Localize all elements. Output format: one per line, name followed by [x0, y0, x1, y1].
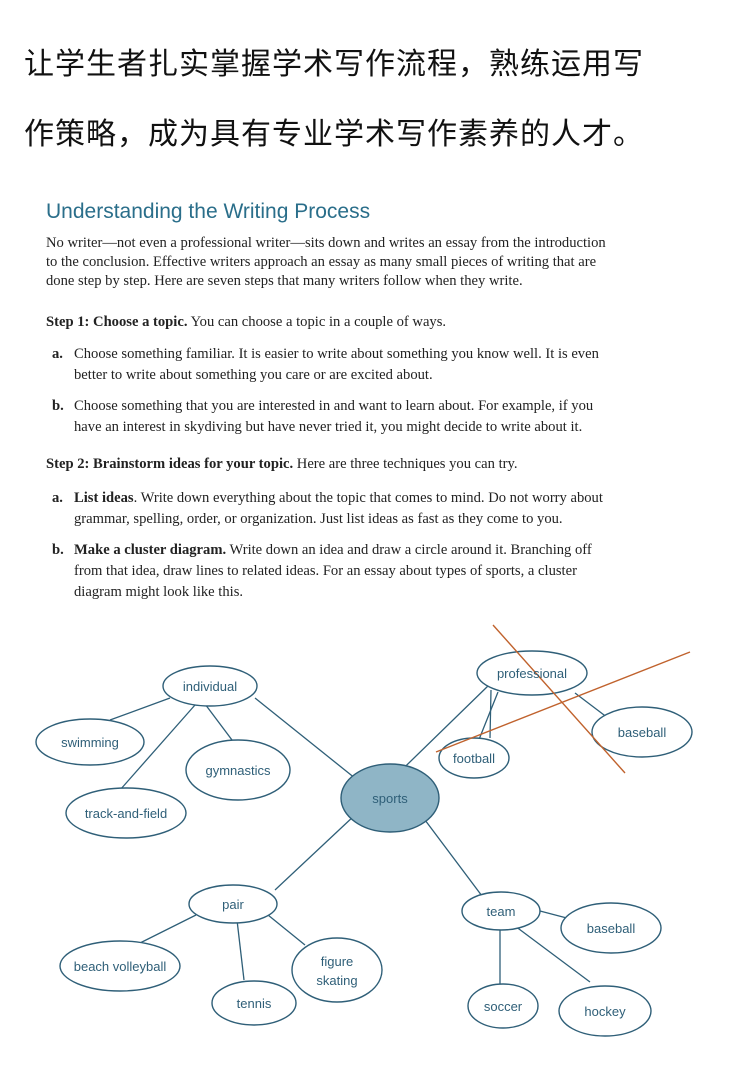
item-line: diagram might look like this.	[74, 584, 244, 600]
label-soccer: soccer	[484, 999, 523, 1014]
connector-line	[267, 914, 306, 946]
connector-line	[424, 819, 486, 901]
bubble-pro-baseball	[591, 706, 693, 758]
step-1-heading: Step 1: Choose a topic.	[46, 314, 188, 330]
step-2: Step 2: Brainstorm ideas for your topic.…	[46, 456, 517, 473]
label-track: track-and-field	[85, 806, 167, 821]
item-line: Choose something that you are interested…	[74, 398, 594, 414]
connector-line	[204, 703, 233, 741]
label-swimming: swimming	[61, 735, 119, 750]
bubble-team-baseball	[560, 902, 662, 954]
bubble-soccer	[467, 983, 539, 1029]
section-title: Understanding the Writing Process	[46, 200, 371, 223]
connector-line	[119, 704, 196, 791]
bubble-team	[461, 891, 541, 931]
bubble-swimming	[35, 718, 145, 766]
step-2-item-b: b. Make a cluster diagram. Write down an…	[52, 540, 682, 603]
bubble-tennis	[211, 980, 297, 1026]
cross-out-line	[492, 624, 626, 774]
intro-line: to the conclusion. Effective writers app…	[46, 254, 597, 270]
item-marker: b.	[52, 398, 64, 414]
label-pro-baseball: baseball	[618, 725, 667, 740]
label-pair: pair	[222, 897, 244, 912]
label-hockey: hockey	[584, 1004, 626, 1019]
bubble-hockey	[558, 985, 652, 1037]
connector-line	[274, 814, 356, 891]
label-team: team	[487, 904, 516, 919]
item-line: from that idea, draw lines to related id…	[74, 563, 577, 579]
intro-paragraph: No writer—not even a professional writer…	[46, 234, 686, 291]
header-text: 让学生者扎实掌握学术写作流程，熟练运用写 作策略，成为具有专业学术写作素养的人才…	[24, 30, 734, 170]
bubble-figure	[291, 937, 383, 1003]
label-football: football	[453, 751, 495, 766]
item-bold: Make a cluster diagram.	[74, 542, 227, 558]
label-individual: individual	[183, 679, 237, 694]
item-marker: a.	[52, 490, 63, 506]
connector-line	[109, 697, 171, 721]
connector-line	[574, 692, 609, 719]
header-line: 作策略，成为具有专业学术写作素养的人才。	[24, 117, 644, 152]
intro-line: done step by step. Here are seven steps …	[46, 273, 523, 289]
step-2-heading: Step 2: Brainstorm ideas for your topic.	[46, 456, 294, 472]
item-line: Choose something familiar. It is easier …	[74, 346, 599, 362]
item-line: Write down an idea and draw a circle aro…	[226, 542, 592, 558]
cross-out-line	[435, 651, 691, 753]
label-skating: skating	[316, 973, 357, 988]
label-tennis: tennis	[237, 996, 272, 1011]
bubble-track	[65, 787, 187, 839]
step-2-text: Here are three techniques you can try.	[293, 456, 518, 472]
bubble-center	[340, 763, 440, 833]
bubble-beach	[59, 940, 181, 992]
label-professional: professional	[497, 666, 567, 681]
label-team-baseball: baseball	[587, 921, 636, 936]
item-bold: List ideas	[74, 490, 134, 506]
label-beach: beach volleyball	[74, 959, 167, 974]
item-marker: a.	[52, 346, 63, 362]
bubble-pair	[188, 884, 278, 924]
bubble-professional	[476, 650, 588, 696]
intro-line: No writer—not even a professional writer…	[46, 235, 606, 251]
bubble-gymnastics	[185, 739, 291, 801]
label-gymnastics: gymnastics	[205, 763, 271, 778]
item-line: . Write down everything about the topic …	[133, 490, 603, 506]
item-line: better to write about something you care…	[74, 367, 433, 383]
label-sports: sports	[372, 791, 408, 806]
step-1-text: You can choose a topic in a couple of wa…	[187, 314, 447, 330]
item-line: grammar, spelling, order, or organizatio…	[74, 511, 563, 527]
bubble-football	[438, 737, 510, 779]
step-1-item-b: b. Choose something that you are interes…	[52, 396, 682, 438]
header-line: 让学生者扎实掌握学术写作流程，熟练运用写	[24, 47, 644, 82]
item-marker: b.	[52, 542, 64, 558]
item-line: have an interest in skydiving but have n…	[74, 419, 583, 435]
label-figure: figure	[321, 954, 354, 969]
cluster-diagram: sports individual swimming gymnastics tr…	[35, 624, 693, 1037]
step-1: Step 1: Choose a topic. You can choose a…	[46, 314, 446, 331]
step-2-item-a: a. List ideas. Write down everything abo…	[52, 488, 682, 530]
step-1-item-a: a. Choose something familiar. It is easi…	[52, 344, 682, 386]
bubble-individual	[162, 665, 258, 707]
connector-line	[514, 925, 591, 983]
connector-line	[236, 919, 245, 981]
